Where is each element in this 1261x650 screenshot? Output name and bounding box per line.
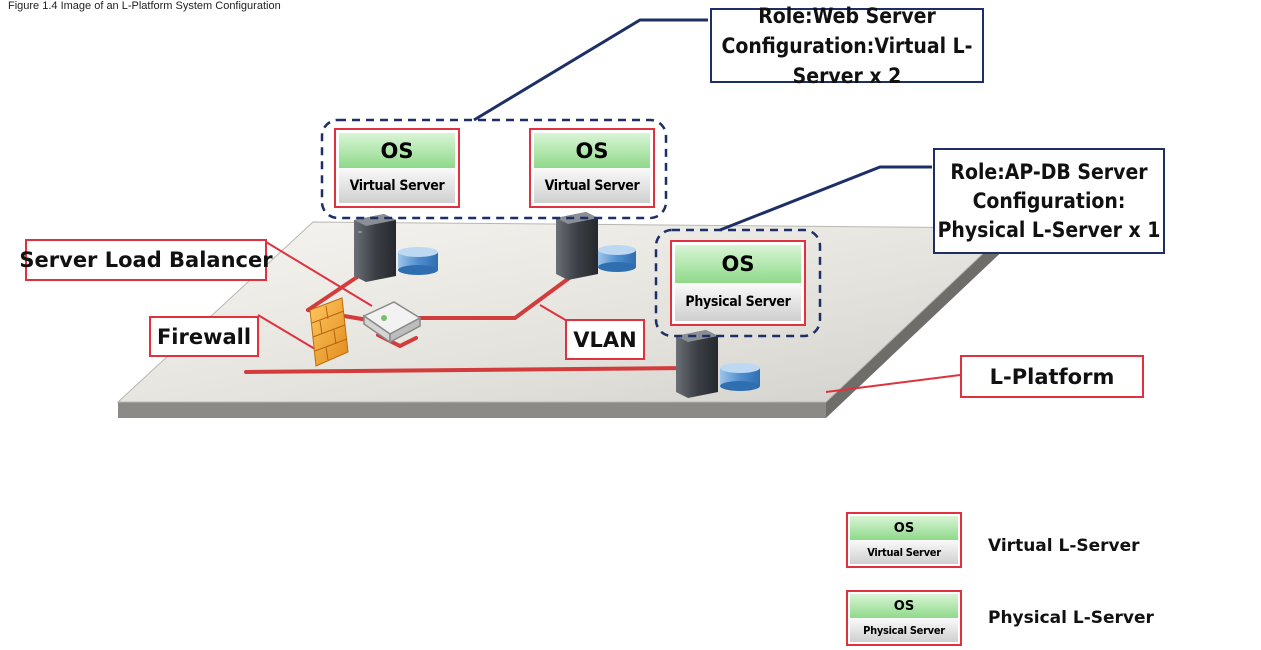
- firewall-label: Firewall: [149, 316, 259, 357]
- disk-2: [598, 245, 636, 272]
- apdb-server-callout: Role:AP-DB Server Configuration: Physica…: [933, 148, 1165, 254]
- vlan-label: VLAN: [565, 319, 645, 360]
- firewall-device: [309, 297, 349, 367]
- web-server-group-outline: [320, 118, 668, 220]
- apdb-server-group-outline: [654, 228, 822, 338]
- os-label: OS: [675, 245, 801, 283]
- apdb-server-role: Role:AP-DB Server: [950, 159, 1148, 184]
- virtual-server-card-1: OS Virtual Server: [334, 128, 460, 208]
- server-tower-2: [556, 212, 598, 280]
- physical-server-card: OS Physical Server: [670, 240, 806, 326]
- legend-virtual-server-icon: OS Virtual Server: [846, 512, 962, 568]
- server-kind-label: Virtual Server: [339, 168, 455, 203]
- disk-3: [720, 363, 760, 391]
- os-label: OS: [534, 133, 650, 168]
- os-label: OS: [339, 133, 455, 168]
- server-tower-3: [676, 330, 718, 398]
- disk-1: [398, 247, 438, 275]
- load-balancer-device: [362, 301, 422, 344]
- server-kind-label: Physical Server: [675, 283, 801, 321]
- web-server-configuration: Configuration:Virtual L-Server x 2: [721, 33, 973, 88]
- virtual-server-card-2: OS Virtual Server: [529, 128, 655, 208]
- server-tower-1: [354, 214, 396, 282]
- apdb-server-configuration: Configuration:: [972, 188, 1126, 213]
- server-kind-label: Virtual Server: [850, 540, 958, 564]
- web-server-callout: Role:Web Server Configuration:Virtual L-…: [710, 4, 984, 88]
- figure-caption: Figure 1.4 Image of an L-Platform System…: [8, 0, 281, 12]
- l-platform-label: L-Platform: [960, 355, 1144, 398]
- server-kind-label: Physical Server: [850, 618, 958, 642]
- server-load-balancer-label: Server Load Balancer: [19, 239, 273, 281]
- legend-physical-l-server-text: Physical L-Server: [988, 608, 1154, 628]
- legend-physical-server-icon: OS Physical Server: [846, 590, 962, 646]
- apdb-server-detail: Physical L-Server x 1: [937, 217, 1161, 242]
- server-kind-label: Virtual Server: [534, 168, 650, 203]
- web-server-role: Role:Web Server: [758, 3, 936, 28]
- os-label: OS: [850, 516, 958, 540]
- callout-leaders: [473, 18, 932, 232]
- os-label: OS: [850, 594, 958, 618]
- legend-virtual-l-server-text: Virtual L-Server: [988, 536, 1140, 556]
